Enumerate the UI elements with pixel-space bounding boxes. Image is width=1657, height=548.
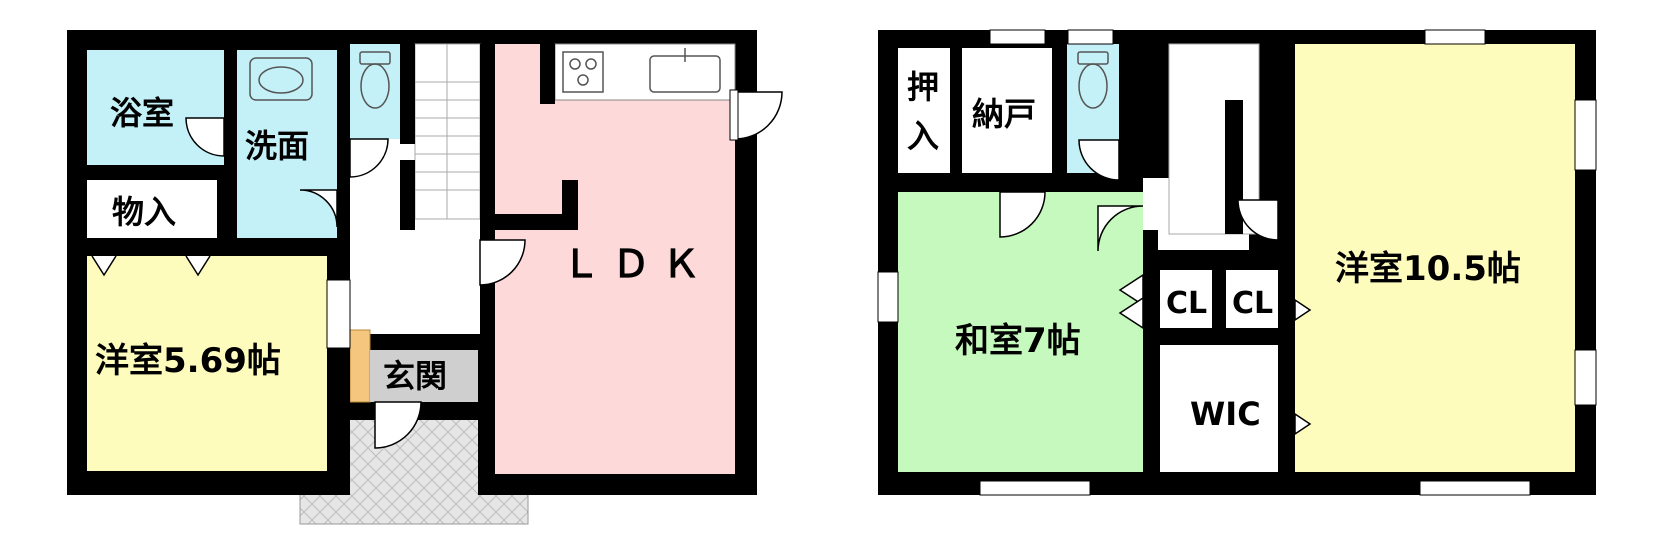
exterior-door-frame — [729, 89, 739, 141]
toilet2-icon — [1077, 51, 1109, 109]
washroom-label: 洗面 — [245, 127, 309, 165]
shoe-cabinet — [349, 329, 371, 403]
floor2-plan — [877, 29, 1597, 496]
sink-icon — [649, 48, 721, 93]
ldk-room — [495, 44, 735, 474]
cl-right-label: CL — [1232, 286, 1273, 321]
storeroom-label: 納戸 — [972, 95, 1036, 133]
western-room-2-label: 洋室10.5帖 — [1335, 249, 1521, 289]
washbasin-icon — [249, 57, 313, 101]
storage-room — [87, 180, 217, 238]
entrance-step — [350, 420, 478, 495]
closet-room — [898, 48, 950, 173]
floor2-doors — [999, 139, 1312, 436]
floor2-interior-walls — [898, 44, 1295, 490]
floor1-doors — [185, 91, 783, 449]
cl-left-room — [1160, 270, 1212, 328]
western-room-1 — [87, 256, 327, 471]
washroom-room — [237, 50, 337, 238]
western-room-1-label: 洋室5.69帖 — [95, 341, 281, 381]
wic-room — [1160, 345, 1278, 472]
closet-label-bottom: 入 — [907, 117, 939, 155]
kitchen-counter — [554, 43, 736, 101]
wardrobe-fold-doors — [91, 255, 211, 277]
japanese-room — [898, 192, 1143, 472]
entrance-label: 玄関 — [383, 357, 447, 395]
window-1 — [326, 279, 351, 349]
cl-left-label: CL — [1166, 286, 1207, 321]
stairs-1-treads — [415, 44, 480, 219]
ldk-label: ＬＤＫ — [562, 242, 712, 286]
toilet-icon — [359, 51, 391, 109]
stove-icon — [562, 51, 604, 93]
closet-label-top: 押 — [907, 68, 939, 106]
wic-label: WIC — [1190, 395, 1261, 433]
japanese-room-label: 和室7帖 — [955, 321, 1081, 361]
floor1-plan — [67, 30, 783, 525]
floor2-windows — [877, 29, 1597, 496]
cl-right-room — [1226, 270, 1278, 328]
floor1-interior-walls — [87, 44, 578, 495]
storeroom-room — [962, 48, 1052, 173]
western-room-2 — [1295, 44, 1575, 472]
entrance-room — [370, 350, 478, 402]
toilet1-room — [350, 44, 400, 139]
bathroom-label: 浴室 — [110, 94, 174, 132]
storage-label: 物入 — [112, 193, 176, 231]
